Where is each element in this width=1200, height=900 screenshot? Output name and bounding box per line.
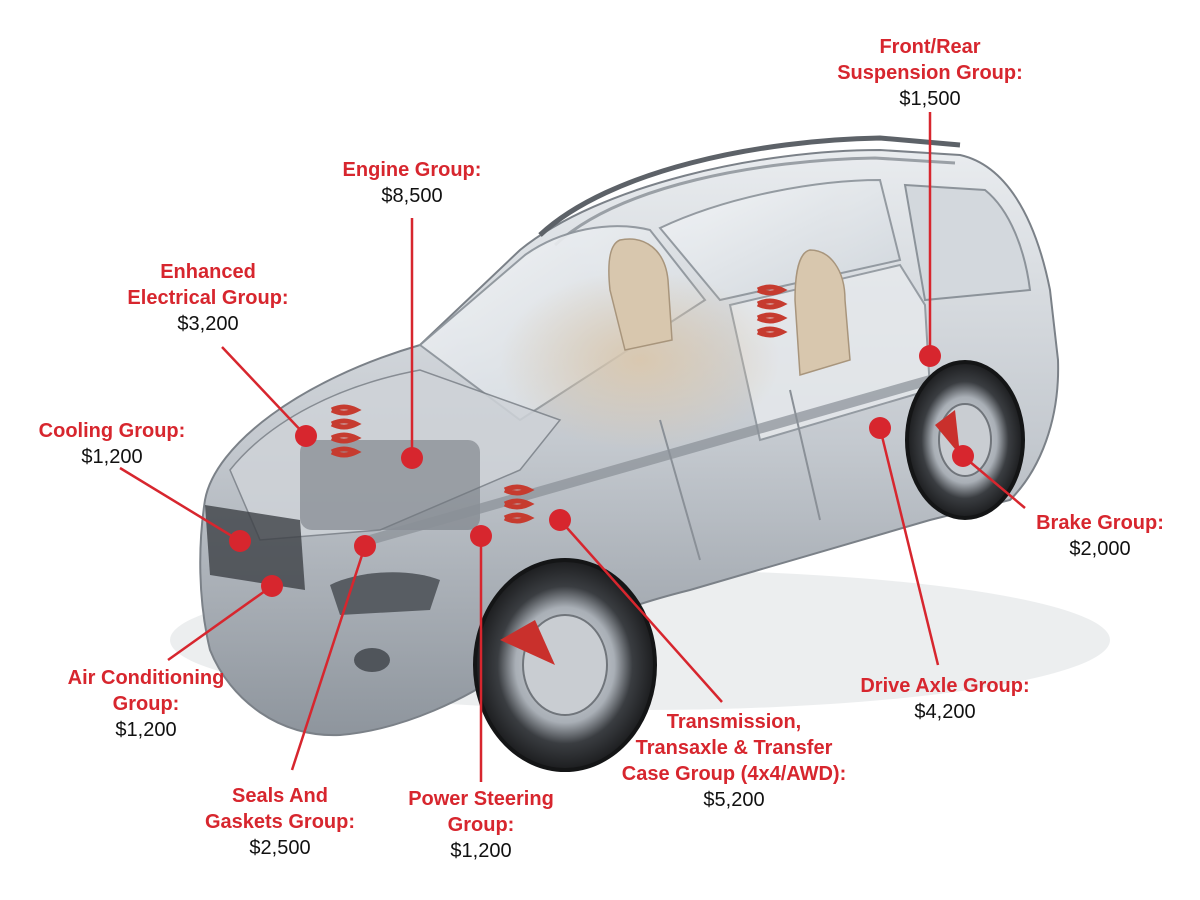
leader-brake bbox=[962, 455, 1026, 509]
marker-power-steering bbox=[470, 525, 492, 547]
callout-air-conditioning: Air Conditioning Group: $1,200 bbox=[68, 665, 225, 743]
callout-price: $4,200 bbox=[914, 701, 976, 723]
callout-title: Seals And bbox=[232, 785, 328, 807]
front-seat bbox=[608, 238, 673, 351]
callout-title: Brake Group: bbox=[1036, 512, 1164, 534]
sunroof-glass bbox=[658, 178, 902, 302]
callout-title: Group: bbox=[447, 814, 515, 836]
callout-price: $1,500 bbox=[899, 88, 961, 110]
interior-glow bbox=[500, 270, 780, 450]
callout-price: $1,200 bbox=[81, 446, 143, 468]
callout-price: $2,000 bbox=[1069, 538, 1131, 560]
callout-title: Air Conditioning bbox=[67, 667, 225, 689]
callout-seals: Seals And Gaskets Group: $2,500 bbox=[205, 783, 355, 861]
front-wheel bbox=[473, 558, 657, 772]
rear-spring bbox=[756, 284, 788, 338]
marker-engine bbox=[401, 447, 423, 469]
callout-title: Drive Axle Group: bbox=[860, 675, 1030, 697]
marker-transmission bbox=[549, 509, 571, 531]
headlight bbox=[330, 572, 440, 615]
rear-wheel bbox=[905, 360, 1025, 520]
roof-rail-inner bbox=[553, 156, 956, 247]
leader-electrical bbox=[221, 346, 307, 437]
callout-cooling: Cooling Group: $1,200 bbox=[39, 418, 186, 470]
callout-suspension: Front/Rear Suspension Group: $1,500 bbox=[837, 34, 1023, 112]
drive-shaft bbox=[365, 375, 935, 545]
callout-title: Front/Rear bbox=[879, 36, 981, 58]
callout-price: $3,200 bbox=[177, 313, 239, 335]
callout-title: Engine Group: bbox=[342, 159, 482, 181]
callout-title: Transaxle & Transfer bbox=[635, 737, 833, 759]
callout-price: $2,500 bbox=[249, 837, 311, 859]
front-spring bbox=[330, 404, 362, 458]
marker-air-conditioning bbox=[261, 575, 283, 597]
callout-electrical: Enhanced Electrical Group: $3,200 bbox=[127, 259, 288, 337]
leader-cooling bbox=[119, 466, 241, 543]
callout-title: Power Steering bbox=[408, 788, 554, 810]
callout-title: Electrical Group: bbox=[127, 287, 289, 309]
marker-dots bbox=[229, 345, 974, 597]
callout-engine: Engine Group: $8,500 bbox=[343, 157, 482, 209]
callout-title: Case Group (4x4/AWD): bbox=[621, 763, 847, 785]
marker-seals bbox=[354, 535, 376, 557]
roof-rail bbox=[538, 135, 961, 237]
rear-window bbox=[903, 183, 1032, 302]
callout-price: $1,200 bbox=[115, 719, 177, 741]
callout-title: Gaskets Group: bbox=[204, 811, 356, 833]
callout-power-steering: Power Steering Group: $1,200 bbox=[408, 786, 554, 864]
marker-cooling bbox=[229, 530, 251, 552]
callout-price: $5,200 bbox=[703, 789, 765, 811]
fog-light bbox=[354, 648, 390, 672]
leader-drive-axle bbox=[878, 427, 940, 666]
rear-seat bbox=[794, 249, 851, 376]
leader-air-conditioning bbox=[167, 584, 273, 662]
mid-spring bbox=[503, 484, 535, 524]
marker-drive-axle bbox=[869, 417, 891, 439]
leader-lines bbox=[119, 112, 1026, 782]
engine-block bbox=[300, 440, 480, 530]
callout-price: $1,200 bbox=[450, 840, 512, 862]
marker-brake bbox=[952, 445, 974, 467]
front-grille bbox=[205, 505, 305, 590]
callout-title: Transmission, bbox=[666, 711, 802, 733]
leader-seals bbox=[290, 545, 367, 771]
callout-title: Enhanced bbox=[160, 261, 256, 283]
callout-title: Suspension Group: bbox=[837, 62, 1023, 84]
callout-title: Cooling Group: bbox=[38, 420, 186, 442]
door-seams bbox=[659, 389, 821, 561]
callout-drive-axle: Drive Axle Group: $4,200 bbox=[860, 673, 1029, 725]
marker-electrical bbox=[295, 425, 317, 447]
marker-suspension bbox=[919, 345, 941, 367]
leader-transmission bbox=[559, 519, 723, 703]
callout-brake: Brake Group: $2,000 bbox=[1036, 510, 1164, 562]
callout-transmission: Transmission, Transaxle & Transfer Case … bbox=[622, 709, 846, 813]
callout-title: Group: bbox=[112, 693, 180, 715]
callout-price: $8,500 bbox=[381, 185, 443, 207]
